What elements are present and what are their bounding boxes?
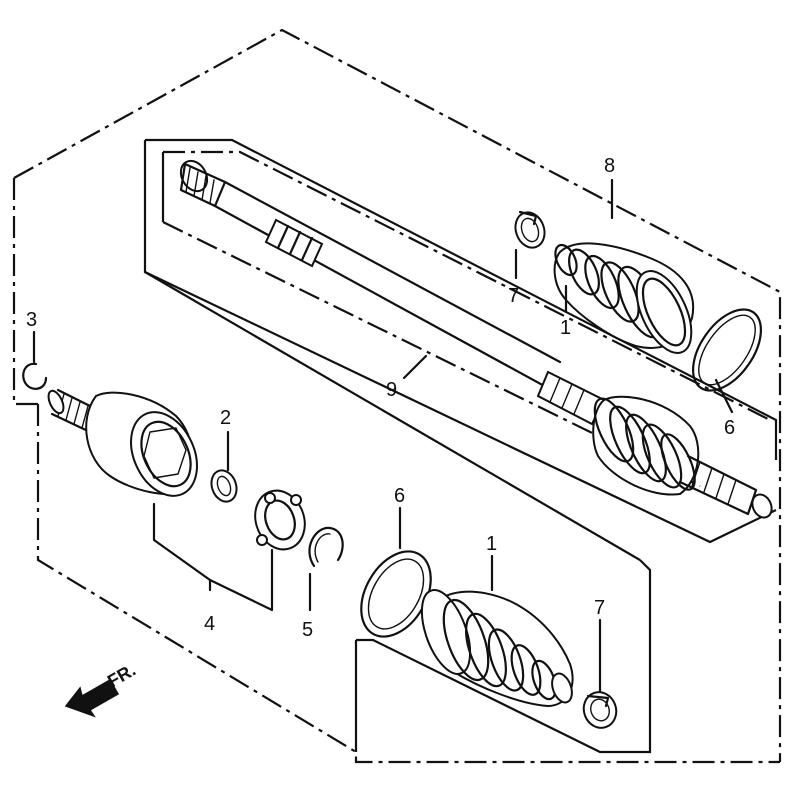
callout-2: 2	[220, 407, 231, 429]
boot-upper	[553, 242, 695, 354]
callout-3: 3	[26, 309, 37, 331]
tripod-bearing	[254, 489, 306, 551]
callout-7-lower: 7	[594, 597, 605, 619]
axle-shaft	[179, 159, 606, 426]
leader-lines	[32, 178, 734, 694]
callout-9: 9	[386, 379, 397, 401]
callout-1-upper: 1	[560, 317, 571, 339]
retaining-clip	[308, 526, 344, 568]
callout-7-upper: 7	[508, 285, 519, 307]
small-clamp-lower	[582, 691, 618, 729]
callout-4: 4	[204, 613, 215, 635]
small-clamp-upper	[514, 210, 546, 249]
boot-lower	[420, 589, 574, 708]
shaft-assembly-boundary-inner	[143, 138, 778, 544]
inner-cv-joint-housing	[47, 388, 198, 497]
callout-8: 8	[604, 155, 615, 177]
front-direction-indicator: FR.	[64, 660, 139, 718]
circlip	[22, 362, 48, 390]
callout-6-lower: 6	[394, 485, 405, 507]
inner-joint-boundary	[144, 271, 652, 754]
assembly-boundary-outer	[12, 28, 782, 764]
outer-cv-joint-boot	[592, 395, 773, 519]
arrow-left-down-icon	[64, 678, 120, 718]
callout-5: 5	[302, 619, 313, 641]
callout-6-upper: 6	[724, 417, 735, 439]
snap-ring	[210, 469, 238, 503]
clamp-band-upper	[691, 308, 763, 392]
callout-1-lower: 1	[486, 533, 497, 555]
